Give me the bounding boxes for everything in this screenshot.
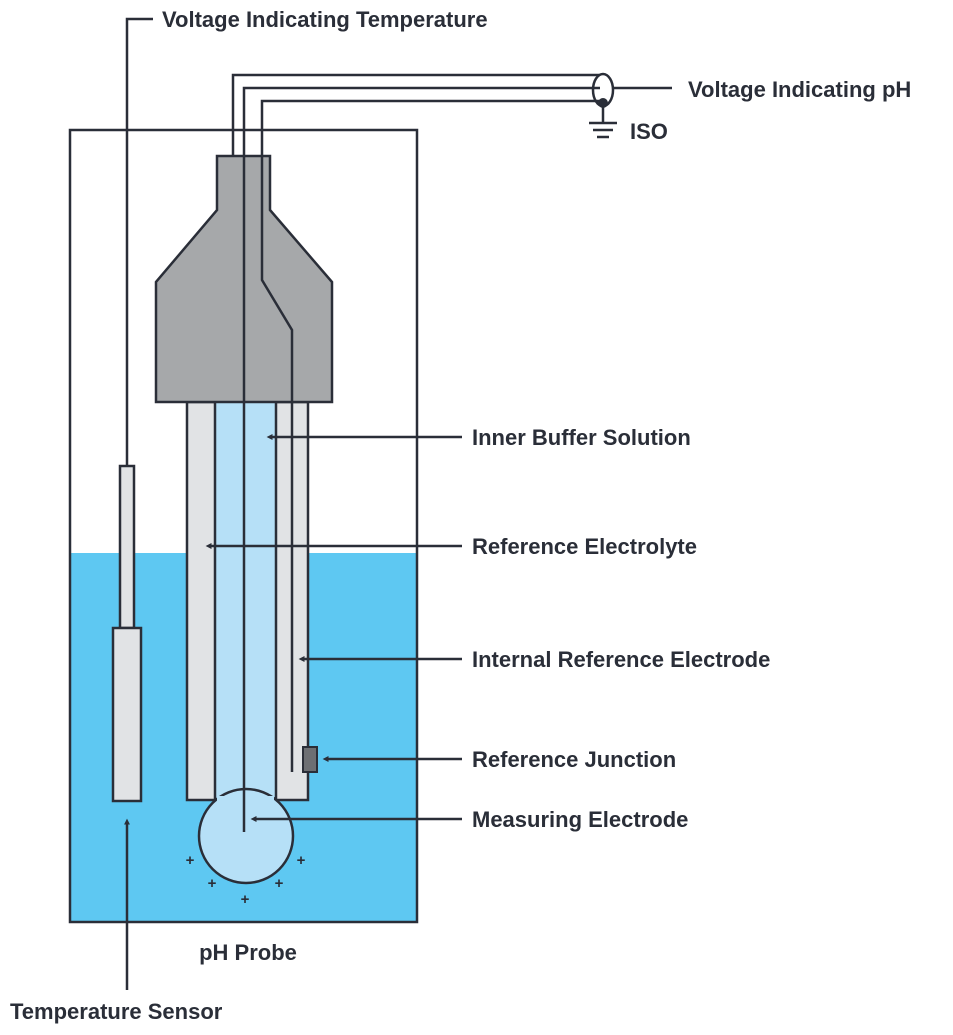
label-measuring-electrode: Measuring Electrode: [472, 807, 688, 832]
reference-junction: [302, 746, 318, 773]
label-iso: ISO: [630, 119, 668, 144]
temperature-sensor-probe: [111, 464, 143, 803]
measuring-electrode-inner-wire: [242, 86, 600, 832]
label-voltage-temperature: Voltage Indicating Temperature: [162, 7, 488, 32]
plus-sign: +: [297, 852, 306, 869]
label-ph-probe: pH Probe: [199, 940, 297, 965]
inner-buffer-tube: [215, 402, 276, 812]
plus-sign: +: [186, 852, 195, 869]
label-reference-junction: Reference Junction: [472, 747, 676, 772]
measuring-electrode-wire: [231, 73, 600, 156]
label-voltage-ph: Voltage Indicating pH: [688, 77, 911, 102]
label-inner-buffer: Inner Buffer Solution: [472, 425, 691, 450]
iso-ground-icon: [589, 121, 617, 139]
plus-sign: +: [275, 875, 284, 892]
plus-sign: +: [208, 875, 217, 892]
label-reference-electrolyte: Reference Electrolyte: [472, 534, 697, 559]
label-internal-reference-electrode: Internal Reference Electrode: [472, 647, 770, 672]
temperature-lead-wire: [125, 17, 153, 466]
label-temperature-sensor: Temperature Sensor: [10, 999, 223, 1024]
plus-sign: +: [241, 891, 250, 908]
internal-reference-wire: [260, 99, 600, 772]
